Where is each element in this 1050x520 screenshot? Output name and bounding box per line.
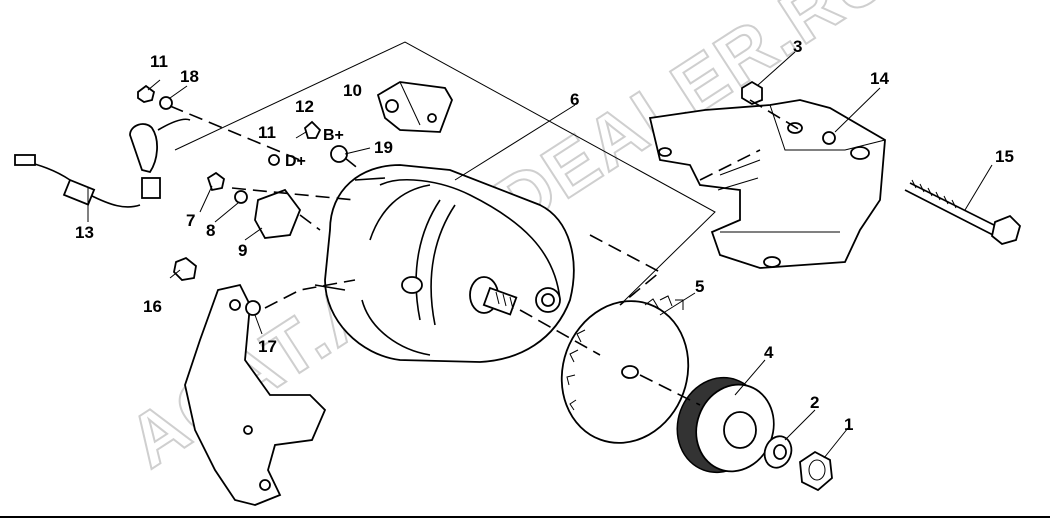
callout-19: 19 bbox=[374, 138, 393, 157]
washer-8 bbox=[234, 190, 248, 204]
callout-3: 3 bbox=[793, 37, 802, 56]
through-bolt bbox=[904, 179, 1022, 245]
callout-10: 10 bbox=[343, 81, 362, 100]
pulley-nut bbox=[799, 450, 833, 492]
callout-16: 16 bbox=[143, 297, 162, 316]
connector-9 bbox=[254, 188, 302, 239]
washer-19 bbox=[330, 145, 348, 163]
washer-17 bbox=[245, 300, 261, 316]
bolt-16 bbox=[173, 256, 197, 281]
nut-12 bbox=[303, 120, 322, 139]
callout-18: 18 bbox=[180, 67, 199, 86]
callout-5: 5 bbox=[695, 277, 704, 296]
callout-1: 1 bbox=[844, 415, 853, 434]
mounting-bracket-rear bbox=[648, 99, 886, 269]
callout-11-mid: 11 bbox=[258, 123, 276, 142]
callout-11-top: 11 bbox=[150, 52, 168, 71]
nut-11-top bbox=[137, 84, 156, 103]
kit-outline bbox=[174, 41, 716, 306]
callout-14: 14 bbox=[870, 69, 889, 88]
pulley bbox=[676, 376, 775, 474]
callout-17: 17 bbox=[258, 337, 277, 356]
assembly-lines bbox=[169, 99, 801, 406]
washer-18 bbox=[159, 96, 173, 110]
callout-4: 4 bbox=[764, 343, 774, 362]
callout-9: 9 bbox=[238, 241, 247, 260]
wiring-harness bbox=[14, 118, 191, 208]
washer-11 bbox=[268, 154, 280, 166]
leader-lines bbox=[87, 51, 993, 459]
mounting-bracket-front bbox=[184, 283, 327, 506]
terminal-b-plus: B+ bbox=[323, 127, 344, 144]
callout-2: 2 bbox=[810, 393, 819, 412]
callout-6: 6 bbox=[570, 90, 579, 109]
callout-15: 15 bbox=[995, 147, 1014, 166]
callout-13: 13 bbox=[75, 223, 94, 242]
terminal-d-plus: D+ bbox=[285, 153, 306, 170]
callout-12: 12 bbox=[295, 97, 314, 116]
nut-3 bbox=[741, 80, 763, 106]
washer-14 bbox=[822, 131, 836, 145]
hardware-small bbox=[137, 80, 836, 316]
alternator-body bbox=[314, 164, 575, 363]
nut-7 bbox=[206, 171, 226, 192]
regulator bbox=[376, 81, 453, 133]
callout-8: 8 bbox=[206, 221, 215, 240]
callout-7: 7 bbox=[186, 211, 195, 230]
washer bbox=[763, 435, 793, 469]
